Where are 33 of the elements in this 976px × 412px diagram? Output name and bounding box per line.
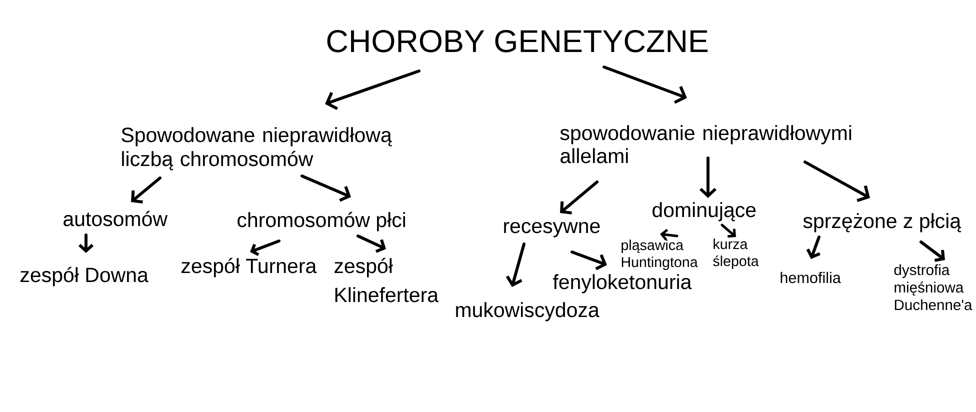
disease-label: dystrofia mięśniowa Duchenne'a: [894, 264, 972, 310]
arrow: [325, 70, 420, 110]
category-label: autosomów: [64, 210, 168, 226]
arrow: [570, 250, 607, 270]
category-label: recesywne: [504, 222, 600, 238]
category-label: chromosomów płci: [238, 212, 406, 232]
arrow: [78, 234, 94, 253]
arrow: [506, 242, 526, 287]
category-label: spowodowanie nieprawidłowymi allelami: [560, 125, 852, 164]
title-text: CHOROBY GENETYCZNE: [327, 30, 708, 52]
arrow: [356, 234, 386, 253]
disease-label: mukowiscydoza: [456, 302, 600, 322]
disease-label: pląsawica Huntingtona: [622, 240, 698, 270]
disease-label: zespół Downa: [20, 266, 148, 286]
arrow: [920, 240, 946, 262]
arrow: [720, 224, 736, 238]
arrow: [560, 180, 598, 214]
disease-label: kurza ślepota: [713, 238, 759, 269]
disease-label: zespół Klinefertera: [334, 258, 439, 302]
disease-label: fenyloketonuria: [553, 274, 692, 294]
category-label: dominujące: [652, 202, 756, 222]
arrow: [660, 228, 678, 241]
category-label: Spowodowane nieprawidłową liczbą chromosomów: [122, 127, 392, 170]
disease-label: hemofilia: [780, 272, 841, 284]
category-label: sprzężone z płcią: [803, 213, 962, 232]
disease-label: zespół Turnera: [182, 258, 317, 278]
arrow: [806, 236, 820, 259]
arrow: [300, 174, 351, 202]
arrow: [804, 160, 870, 202]
arrow: [131, 176, 162, 204]
arrow: [250, 240, 280, 256]
arrow: [602, 66, 687, 104]
arrow: [699, 156, 717, 198]
